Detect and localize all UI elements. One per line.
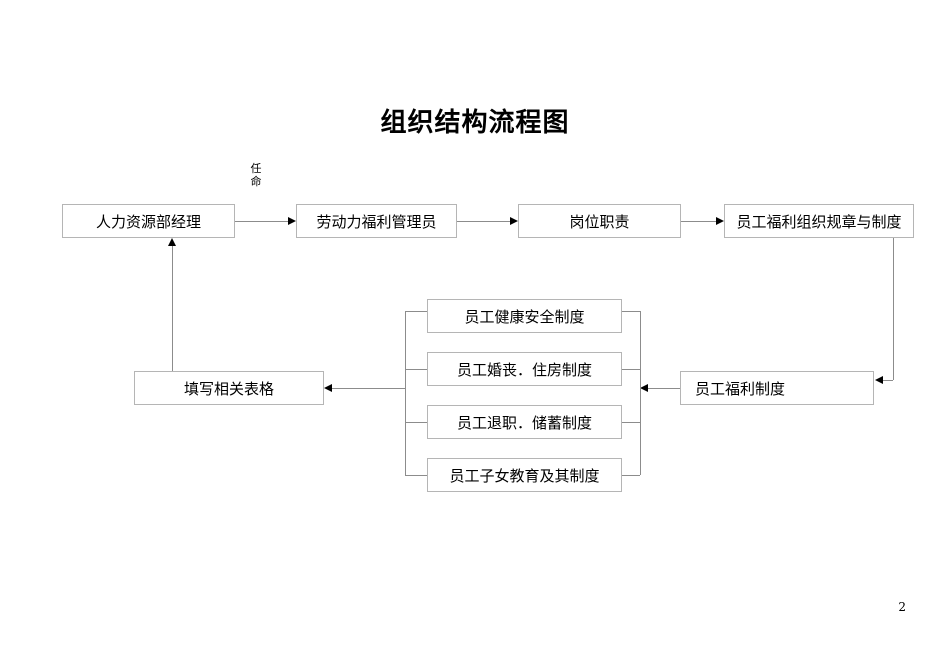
edge-label-appoint-line1: 任 [250, 162, 262, 175]
bracket-left-stub-1 [405, 311, 427, 312]
edge-welfare-system-to-bracket [648, 388, 680, 389]
page-title: 组织结构流程图 [380, 108, 570, 138]
arrowhead-into-right-bracket [640, 384, 648, 392]
edge-fill-forms-up [172, 246, 173, 371]
edge-hr-to-admin [235, 221, 288, 222]
node-fill-forms[interactable]: 填写相关表格 [134, 371, 324, 405]
arrowhead-hr-to-admin [288, 217, 296, 225]
node-welfare-system[interactable]: 员工福利制度 [680, 371, 874, 405]
bracket-right-stub-3 [622, 422, 640, 423]
arrowhead-into-welfare-system [875, 376, 883, 384]
node-children-education[interactable]: 员工子女教育及其制度 [427, 458, 622, 492]
node-welfare-org-rules[interactable]: 员工福利组织规章与制度 [724, 204, 914, 238]
edge-rules-down [893, 238, 894, 380]
bracket-left-stub-3 [405, 422, 427, 423]
page-number: 2 [898, 600, 906, 614]
bracket-right-stub-1 [622, 311, 640, 312]
bracket-right-stub-2 [622, 369, 640, 370]
bracket-right-spine [640, 311, 641, 475]
node-labor-welfare-admin[interactable]: 劳动力福利管理员 [296, 204, 457, 238]
arrowhead-duty-to-rules [716, 217, 724, 225]
edge-admin-to-duty [457, 221, 510, 222]
bracket-left-stub-4 [405, 475, 427, 476]
edge-bracket-to-fill-forms [332, 388, 405, 389]
node-marriage-funeral-housing[interactable]: 员工婚丧．住房制度 [427, 352, 622, 386]
bracket-right-stub-4 [622, 475, 640, 476]
edge-rules-to-welfare-system [883, 380, 893, 381]
node-retire-savings[interactable]: 员工退职．储蓄制度 [427, 405, 622, 439]
edge-label-appoint-line2: 命 [250, 175, 262, 188]
node-job-duty[interactable]: 岗位职责 [518, 204, 681, 238]
arrowhead-admin-to-duty [510, 217, 518, 225]
arrowhead-into-hr-manager [168, 238, 176, 246]
node-hr-manager[interactable]: 人力资源部经理 [62, 204, 235, 238]
edge-duty-to-rules [681, 221, 716, 222]
bracket-left-spine [405, 311, 406, 475]
node-health-safety[interactable]: 员工健康安全制度 [427, 299, 622, 333]
bracket-left-stub-2 [405, 369, 427, 370]
arrowhead-into-fill-forms [324, 384, 332, 392]
edge-label-appoint: 任 命 [249, 162, 263, 188]
